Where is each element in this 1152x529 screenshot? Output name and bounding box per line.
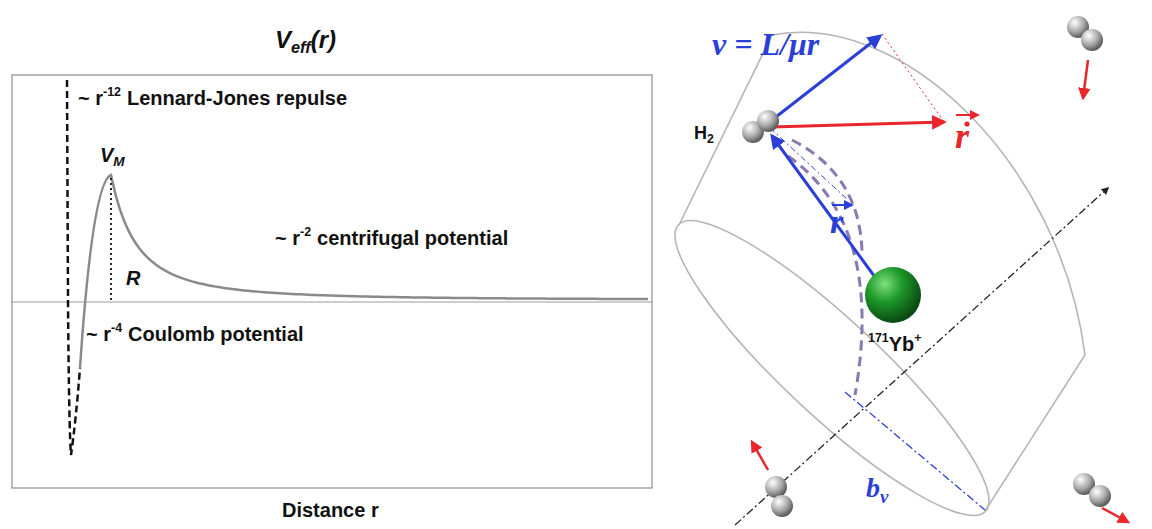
label-text: r: [830, 203, 843, 240]
curve-annotation: ~ r-4 Coulomb potential: [86, 322, 304, 344]
impact-radius-line: [845, 392, 985, 510]
ion-sphere: [865, 267, 921, 323]
superscript: -4: [111, 321, 122, 335]
subscript: v: [880, 486, 888, 507]
vector-accent: [832, 204, 852, 206]
label-text: b: [866, 472, 880, 503]
time-derivative-dot: [964, 121, 969, 126]
h2-molecule: [742, 110, 779, 143]
label-text: Yb: [889, 333, 915, 355]
zero-axis: [12, 302, 652, 303]
impact-parameter: bv: [866, 474, 888, 506]
label-text: Lennard-Jones repulse: [127, 87, 347, 109]
radial-velocity: [772, 122, 944, 127]
label-text: centrifugal potential: [317, 227, 508, 249]
label-text: r: [955, 116, 969, 156]
barrier-marker: [110, 178, 112, 300]
curve-annotation: ~ r-2 centrifugal potential: [275, 226, 508, 248]
curve-annotation: ~ r-12 Lennard-Jones repulse: [78, 86, 347, 108]
cylinder-body: [679, 32, 1085, 511]
superscript: -2: [300, 225, 311, 239]
subscript: 2: [707, 132, 714, 146]
axis-title: Veff(r): [275, 28, 336, 55]
trajectory-arc: [788, 156, 862, 395]
plot-frame: [12, 75, 652, 488]
ion-label: 171Yb+: [868, 332, 922, 354]
h2-molecule: [1073, 473, 1128, 522]
vector-accent: [956, 114, 978, 116]
label-text: V: [275, 26, 291, 53]
label-text: H: [694, 123, 707, 143]
subscript: M: [113, 154, 124, 169]
molecule-label: H2: [694, 124, 714, 145]
barrier-label: VM: [100, 145, 125, 169]
label-text: R: [126, 267, 140, 289]
axis-label: Distance r: [282, 500, 379, 520]
radial-velocity-symbol: r: [955, 118, 969, 154]
superscript: 171: [868, 331, 889, 345]
superscript: +: [914, 331, 921, 345]
subscript: eff: [291, 38, 311, 56]
h2-molecule: [752, 442, 793, 517]
repulsive-curve: [67, 80, 80, 455]
cylinder-end: [646, 190, 1019, 529]
label-text: Distance r: [282, 499, 379, 521]
label-text: v = L/μr: [712, 26, 819, 62]
position-vector: [772, 136, 880, 284]
potential-curve: [80, 175, 648, 368]
cylinder-axis: [735, 188, 1108, 525]
h2-molecule: [1067, 16, 1103, 98]
position-symbol: r: [830, 205, 843, 239]
label-text: Coulomb potential: [128, 323, 304, 345]
tangential-velocity: [772, 36, 880, 120]
projection-line: [882, 34, 944, 122]
label-text: (r): [311, 26, 336, 53]
superscript: -12: [103, 85, 121, 99]
label-text: ~ r: [78, 87, 103, 109]
radius-label: R: [126, 268, 140, 288]
label-text: ~ r: [275, 227, 300, 249]
label-text: V: [100, 144, 113, 166]
label-text: ~ r: [86, 323, 111, 345]
velocity-formula: v = L/μr: [712, 28, 819, 60]
